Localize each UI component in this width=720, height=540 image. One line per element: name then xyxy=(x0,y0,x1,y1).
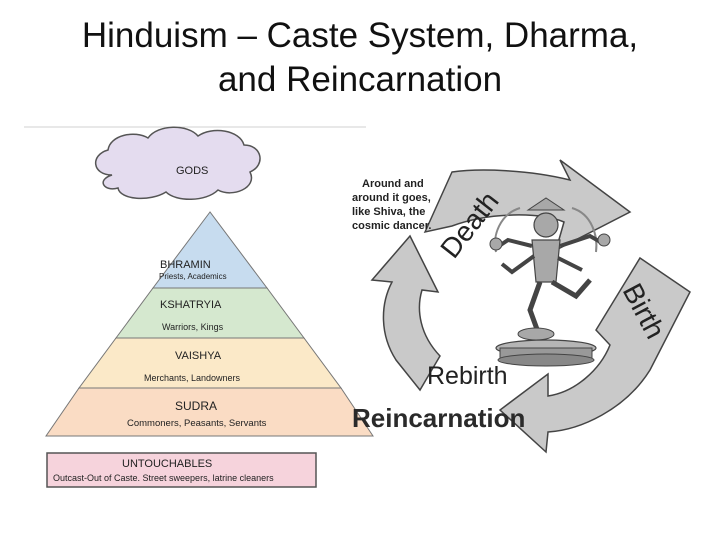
slide-title: Hinduism – Caste System, Dharma, and Rei… xyxy=(0,14,720,102)
tier-bhramin-desc: Priests, Academics xyxy=(159,272,227,281)
untouchables-box xyxy=(46,452,317,488)
tier-sudra-name: SUDRA xyxy=(175,399,217,413)
tier-kshatryia-desc: Warriors, Kings xyxy=(162,322,224,332)
slide-title-line-1: Hinduism – Caste System, Dharma, xyxy=(81,16,639,55)
tier-sudra-desc: Commoners, Peasants, Servants xyxy=(127,418,267,429)
cycle-caption-line-3: like Shiva, the xyxy=(352,206,425,218)
cycle-caption-line-1: Around and xyxy=(362,178,424,190)
slide-title-line-2: and Reincarnation xyxy=(217,60,503,99)
rebirth-label: Rebirth xyxy=(427,362,508,390)
cycle-caption-line-4: cosmic dancer. xyxy=(352,220,432,232)
cycle-arrow-top xyxy=(423,159,632,252)
tier-sudra xyxy=(45,387,374,437)
cycle-arrow-left xyxy=(370,234,441,392)
cycle-arrow-right xyxy=(498,256,691,454)
untouchables-name: UNTOUCHABLES xyxy=(122,458,212,470)
tier-bhramin-name: BHRAMIN xyxy=(160,259,211,271)
tier-vaishya-name: VAISHYA xyxy=(175,350,222,362)
untouchables-desc: Outcast-Out of Caste. Street sweepers, l… xyxy=(53,473,274,483)
gods-cloud xyxy=(95,126,261,200)
gods-label: GODS xyxy=(176,165,208,177)
caste-pyramid: GODS BHRAMIN Priests, Academics KSHATRYI… xyxy=(45,126,374,488)
cycle-caption-line-2: around it goes, xyxy=(352,192,431,204)
reincarnation-cycle: Around and around it goes, like Shiva, t… xyxy=(352,159,691,454)
tier-kshatryia-name: KSHATRYIA xyxy=(160,299,222,311)
tier-vaishya-desc: Merchants, Landowners xyxy=(144,373,241,383)
shiva-figure xyxy=(489,197,611,367)
reincarnation-label: Reincarnation xyxy=(352,403,525,433)
